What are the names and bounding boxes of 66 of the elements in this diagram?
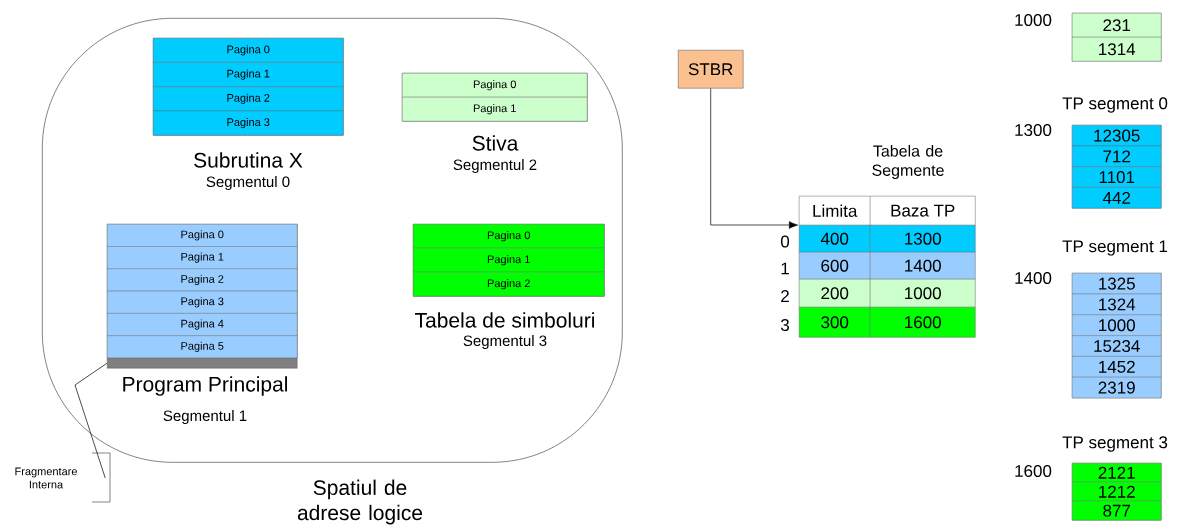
- table-cell: 1000: [870, 279, 976, 308]
- table-cell: 1300: [870, 225, 976, 253]
- table-cell: 442: [1072, 187, 1162, 209]
- region-label: Spatiul de adrese logice: [297, 479, 423, 525]
- segment-label: Segmentul 3: [463, 335, 547, 349]
- table-cell: 2319: [1072, 377, 1162, 399]
- row-number: 0: [780, 235, 790, 248]
- table-cell: 1600: [870, 307, 976, 338]
- address-label: 1400: [1015, 272, 1052, 285]
- page-cell: Pagina 1: [402, 97, 588, 122]
- table-cell: 1101: [1072, 166, 1162, 188]
- table-cell: 231: [1072, 13, 1162, 38]
- table-cell: 877: [1072, 501, 1162, 521]
- page-cell: Pagina 5: [107, 335, 298, 359]
- page-cell: Pagina 0: [107, 224, 298, 247]
- segment-label: Segmentul 1: [163, 410, 247, 424]
- page-cell: Pagina 0: [153, 38, 344, 63]
- segment-label: Segmentul 2: [453, 159, 537, 173]
- table-cell: 400: [799, 225, 871, 253]
- table-cell: 15234: [1072, 335, 1162, 357]
- table-cell: 1212: [1072, 482, 1162, 502]
- row-number: 2: [781, 290, 789, 302]
- fragmentation-bar: [107, 358, 298, 369]
- leader-line: [74, 362, 108, 479]
- row-number: 1: [781, 262, 789, 275]
- page-cell: Pagina 4: [107, 313, 298, 336]
- page-cell: Pagina 2: [153, 86, 344, 112]
- table-cell: 200: [799, 279, 871, 308]
- segment-name: Stiva: [472, 135, 519, 151]
- arrow: [710, 88, 798, 229]
- table-cell: 1400: [870, 252, 976, 280]
- table-cell: 1452: [1072, 356, 1162, 378]
- table-cell: Limita: [799, 196, 871, 226]
- page-cell: Pagina 1: [153, 62, 344, 87]
- register-box: STBR: [678, 50, 744, 89]
- table-cell: 1000: [1072, 314, 1162, 336]
- segment-name: Tabela de simboluri: [415, 312, 594, 328]
- table-cell: 1314: [1072, 37, 1162, 62]
- segment-name: Program Principal: [123, 376, 287, 396]
- page-cell: Pagina 3: [153, 110, 344, 136]
- address-label: 1300: [1015, 124, 1052, 137]
- table-cell: 300: [799, 307, 871, 338]
- address-label: 1600: [1015, 465, 1052, 478]
- table-cell: Baza TP: [870, 196, 976, 226]
- row-number: 3: [780, 319, 789, 332]
- table-cell: 2121: [1072, 463, 1162, 483]
- page-cell: Pagina 0: [413, 224, 605, 249]
- table-cell: 712: [1072, 145, 1162, 167]
- table-title: Tabela de Segmente: [872, 144, 944, 180]
- table-title: TP segment 1: [1062, 240, 1168, 256]
- page-cell: Pagina 0: [402, 73, 588, 98]
- table-cell: 1325: [1072, 273, 1162, 295]
- segment-name: Subrutina X: [194, 152, 303, 168]
- table-title: TP segment 3: [1062, 436, 1168, 452]
- table-cell: 12305: [1072, 125, 1162, 147]
- table-title: TP segment 0: [1062, 97, 1168, 113]
- segment-label: Segmentul 0: [206, 176, 290, 190]
- page-cell: Pagina 2: [107, 268, 298, 292]
- address-label: 1000: [1015, 14, 1052, 27]
- table-cell: 1324: [1072, 293, 1162, 315]
- page-cell: Pagina 1: [413, 248, 605, 273]
- page-cell: Pagina 2: [413, 272, 605, 297]
- page-cell: Pagina 1: [107, 246, 298, 269]
- note-text: Fragmentare Interna: [15, 467, 77, 489]
- table-cell: 600: [799, 252, 871, 280]
- page-cell: Pagina 3: [107, 290, 298, 314]
